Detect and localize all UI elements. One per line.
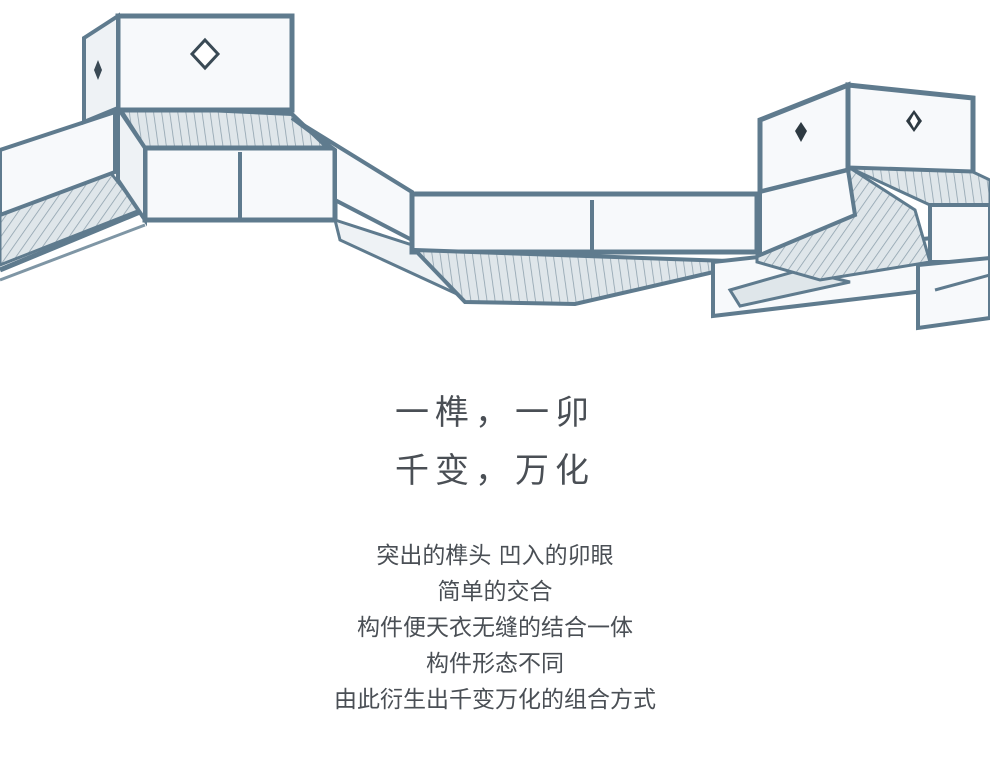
description: 突出的榫头 凹入的卯眼 简单的交合 构件便天衣无缝的结合一体 构件形态不同 由此… — [0, 538, 990, 718]
tenon-hole-icon — [189, 37, 221, 71]
hero-illustration — [0, 0, 990, 340]
headline: 一榫，一卯 千变，万化 — [0, 384, 990, 500]
description-line: 简单的交合 — [437, 579, 553, 605]
middle-floor — [410, 247, 758, 307]
left-rail-panel — [0, 109, 117, 218]
headline-line-2: 千变，万化 — [395, 451, 595, 491]
frame-structure-image — [0, 12, 990, 331]
middle-panel — [409, 191, 760, 255]
description-line: 构件形态不同 — [426, 651, 564, 677]
description-line: 突出的榫头 凹入的卯眼 — [376, 543, 614, 569]
description-line: 由此衍生出千变万化的组合方式 — [334, 687, 656, 713]
description-line: 构件便天衣无缝的结合一体 — [357, 615, 633, 641]
left-tower-floor — [114, 103, 336, 153]
right-tower-right-face — [845, 82, 976, 175]
diamond-hole-icon — [795, 122, 807, 142]
headline-line-1: 一榫，一卯 — [395, 393, 595, 433]
